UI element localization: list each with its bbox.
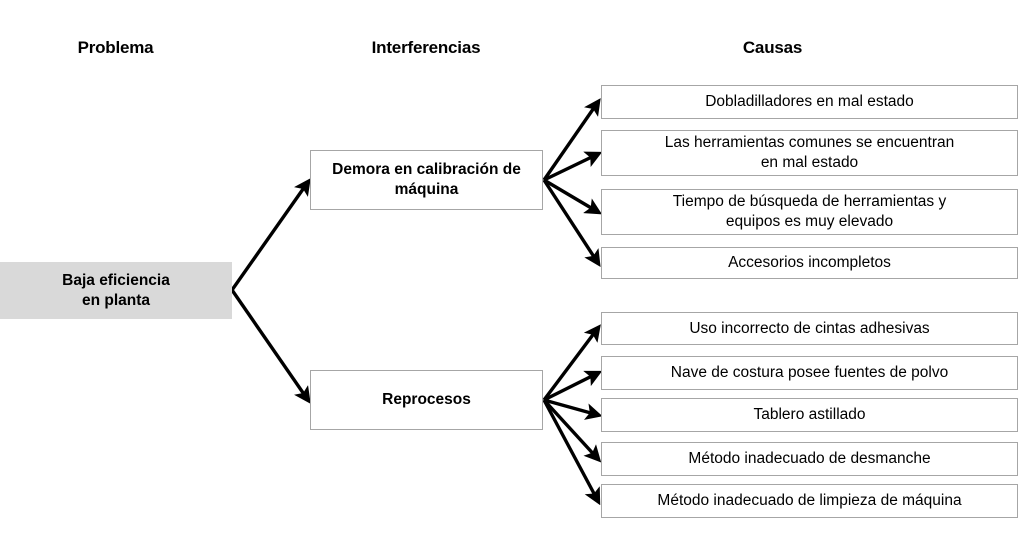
node-cause-cintas-line1: Uso incorrecto de cintas adhesivas [689, 319, 930, 337]
edge-reprocesos-to-limpieza [542, 399, 601, 506]
node-problem-line1: Baja eficiencia [62, 271, 170, 289]
node-problem-line2: en planta [81, 291, 151, 309]
node-cause-tiempo-line2: equipos es muy elevado [725, 213, 894, 230]
node-interference-reprocesos-line1: Reprocesos [382, 391, 471, 409]
node-cause-herramientas-line1: Las herramientas comunes se encuentran [664, 134, 955, 152]
node-cause-tiempo-busqueda[interactable]: Tiempo de búsqueda de herramientas y equ… [601, 189, 1018, 235]
edge-reprocesos-to-desmanche [542, 398, 602, 463]
edge-demora-to-herramientas [543, 151, 603, 182]
node-cause-accesorios-incompletos[interactable]: Accesorios incompletos [601, 247, 1018, 279]
node-cause-dobladilladores-line1: Dobladilladores en mal estado [705, 93, 914, 111]
edge-reprocesos-to-tablero [543, 398, 603, 420]
node-cause-accesorios-line1: Accesorios incompletos [728, 254, 891, 272]
node-cause-herramientas-line2: en mal estado [760, 154, 859, 171]
node-cause-tablero-astillado[interactable]: Tablero astillado [601, 398, 1018, 432]
edge-demora-to-dobladilladores [542, 98, 601, 181]
node-cause-herramientas-comunes[interactable]: Las herramientas comunes se encuentran e… [601, 130, 1018, 176]
node-cause-polvo-line1: Nave de costura posee fuentes de polvo [670, 364, 949, 382]
node-cause-limpieza-maquina[interactable]: Método inadecuado de limpieza de máquina [601, 484, 1018, 518]
node-cause-dobladilladores[interactable]: Dobladilladores en mal estado [601, 85, 1018, 119]
node-cause-desmanche[interactable]: Método inadecuado de desmanche [601, 442, 1018, 476]
column-header-causas: Causas [742, 38, 803, 57]
node-interference-demora-line1: Demora en calibración de [332, 161, 521, 179]
edge-problem-to-reprocesos [230, 289, 311, 404]
node-problem[interactable]: Baja eficiencia en planta [0, 262, 232, 319]
node-interference-reprocesos[interactable]: Reprocesos [310, 370, 543, 430]
node-cause-cintas-adhesivas[interactable]: Uso incorrecto de cintas adhesivas [601, 312, 1018, 345]
edge-reprocesos-to-polvo [543, 370, 603, 402]
edge-problem-to-demora [230, 178, 311, 291]
column-header-interferencias: Interferencias [371, 38, 481, 57]
node-cause-tiempo-line1: Tiempo de búsqueda de herramientas y [672, 193, 947, 211]
edge-demora-to-tiempo [543, 178, 603, 215]
edge-demora-to-accesorios [542, 179, 601, 267]
node-cause-tablero-line1: Tablero astillado [753, 406, 866, 424]
node-interference-demora-calibracion[interactable]: Demora en calibración de máquina [310, 150, 543, 210]
node-cause-limpieza-line1: Método inadecuado de limpieza de máquina [657, 492, 962, 510]
node-cause-desmanche-line1: Método inadecuado de desmanche [688, 450, 931, 468]
node-cause-fuentes-polvo[interactable]: Nave de costura posee fuentes de polvo [601, 356, 1018, 390]
column-header-problema: Problema [77, 38, 154, 57]
edge-reprocesos-to-cintas [542, 324, 601, 402]
node-interference-demora-line2: máquina [394, 181, 459, 198]
